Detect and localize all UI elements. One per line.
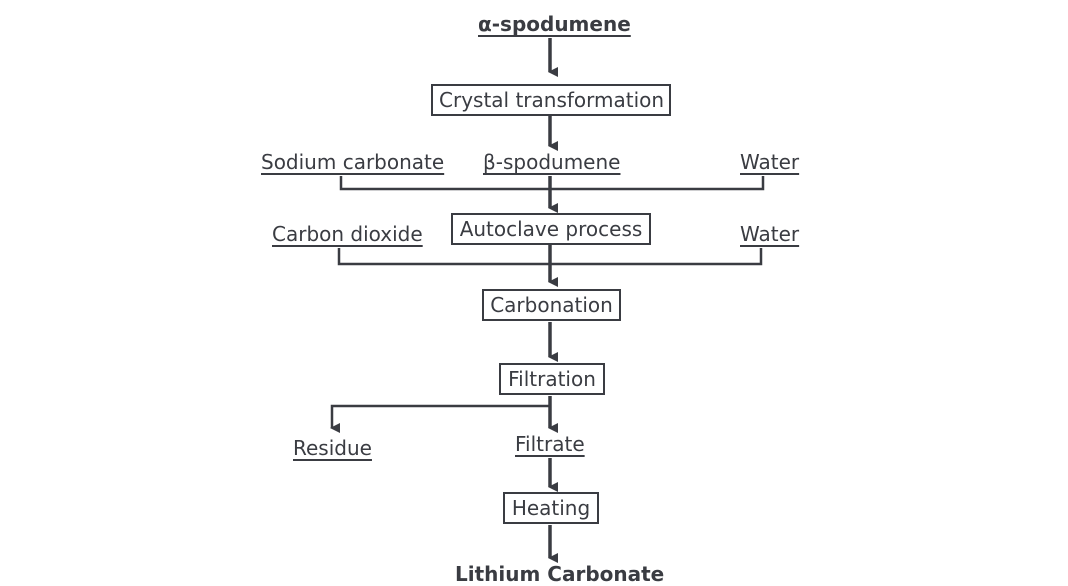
beta-spodumene-label: β-spodumene — [483, 150, 621, 174]
autoclave-process-box: Autoclave process — [451, 213, 651, 245]
carbonation-box: Carbonation — [482, 289, 621, 321]
sodium-carbonate-label: Sodium carbonate — [261, 150, 445, 174]
water-label-2: Water — [740, 222, 800, 246]
merge-line-1 — [339, 176, 765, 191]
lithium-carbonate-label: Lithium Carbonate — [455, 562, 665, 586]
filtration-box: Filtration — [499, 363, 605, 395]
heating-box: Heating — [503, 492, 599, 524]
arrow-filtration-to-residue — [330, 404, 550, 433]
water-label-1: Water — [740, 150, 800, 174]
crystal-transformation-box: Crystal transformation — [431, 84, 671, 116]
residue-label: Residue — [293, 436, 372, 460]
filtrate-label: Filtrate — [515, 432, 585, 456]
alpha-spodumene-label: α-spodumene — [478, 12, 631, 36]
merge-line-2 — [337, 248, 763, 266]
carbon-dioxide-label: Carbon dioxide — [272, 222, 423, 246]
